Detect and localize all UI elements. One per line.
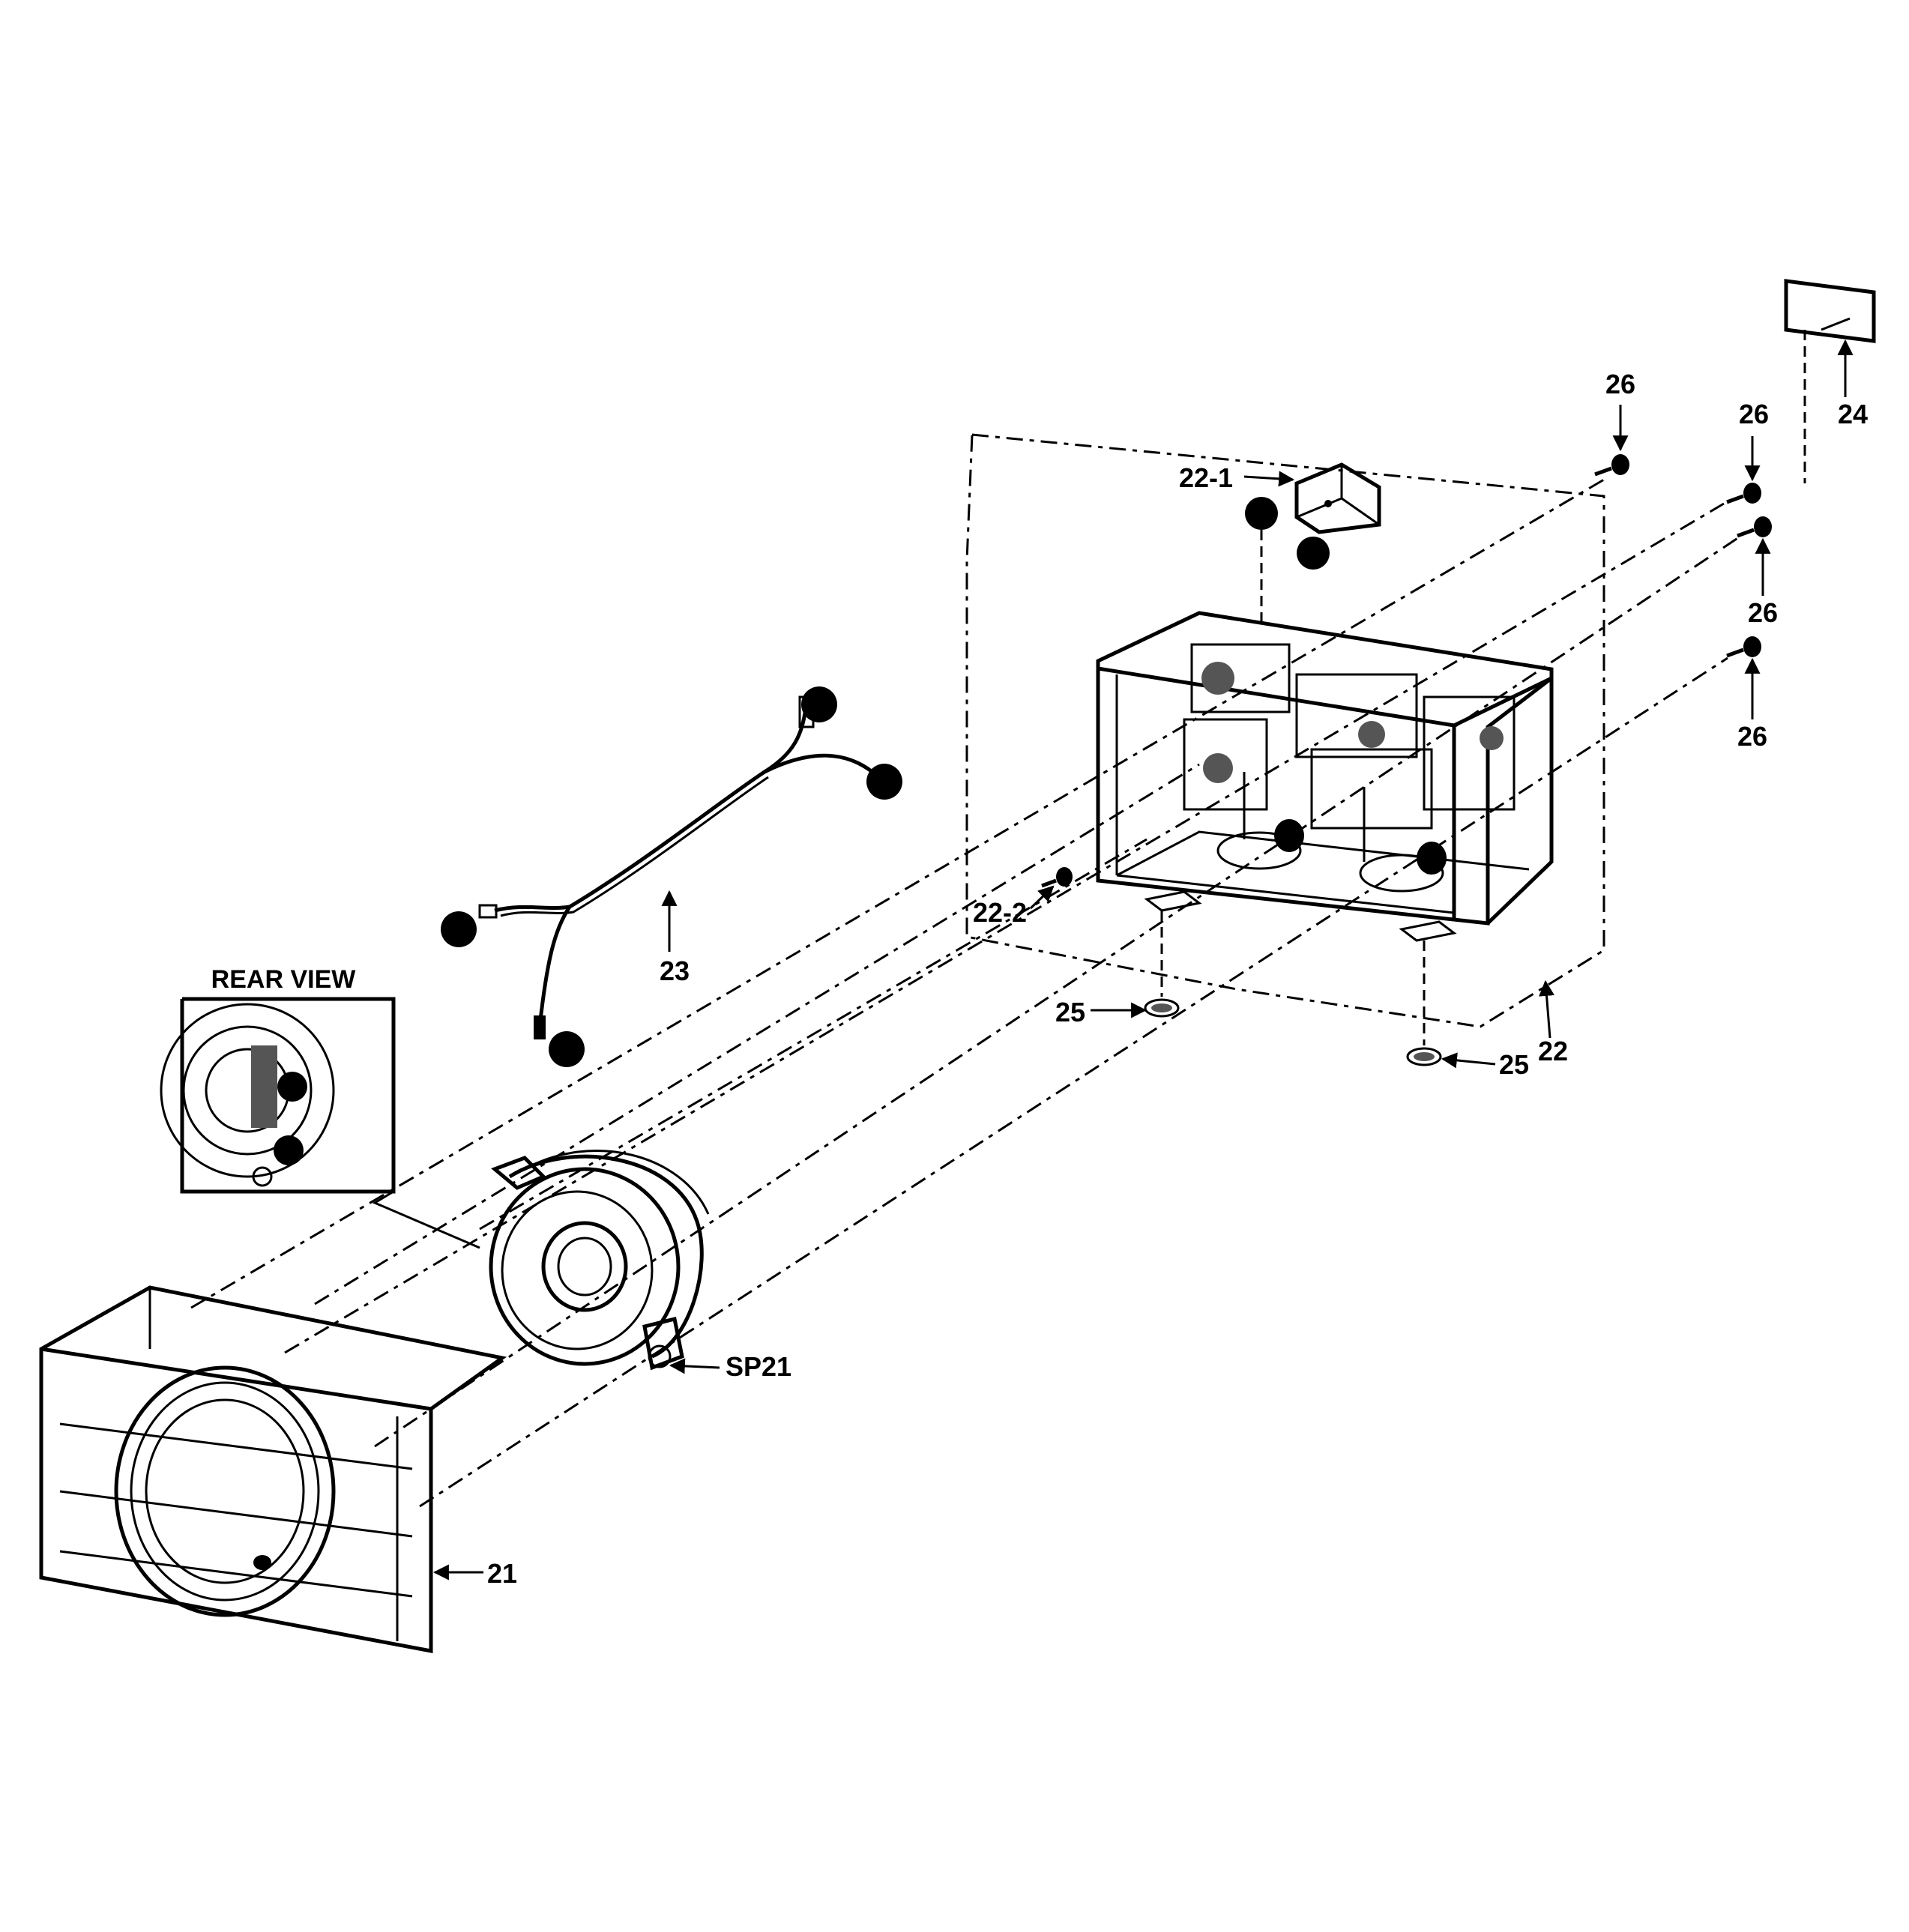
callout-22-2: 22-2 bbox=[973, 897, 1027, 928]
callout-24: 24 bbox=[1838, 399, 1868, 429]
callout-23: 23 bbox=[660, 956, 690, 986]
alignment-lines bbox=[190, 478, 1740, 1508]
callout-26-a: 26 bbox=[1605, 369, 1635, 399]
callout-26-d: 26 bbox=[1737, 721, 1767, 752]
callout-26-b: 26 bbox=[1739, 399, 1769, 429]
screws bbox=[1041, 454, 1772, 888]
callout-22: 22 bbox=[1538, 1036, 1568, 1066]
feet bbox=[1144, 911, 1442, 1066]
callout-21: 21 bbox=[487, 1558, 517, 1589]
cabinet-assembly-boundary bbox=[965, 433, 1605, 1028]
rear-view-caption: REAR VIEW bbox=[211, 965, 357, 994]
cabinet-enclosure bbox=[1096, 611, 1554, 942]
callout-labels: 26 26 26 26 24 22-1 22-2 23 25 25 22 SP2… bbox=[211, 369, 1868, 1589]
speaker-driver bbox=[489, 1150, 710, 1371]
rear-view-inset bbox=[160, 997, 480, 1249]
front-baffle bbox=[39, 1285, 507, 1654]
callout-25-b: 25 bbox=[1499, 1049, 1529, 1080]
label-plate bbox=[1784, 279, 1876, 483]
module-part-22-1 bbox=[1294, 462, 1381, 534]
screw-3 bbox=[1737, 516, 1772, 538]
screw-4 bbox=[1726, 636, 1761, 658]
callout-25-a: 25 bbox=[1055, 997, 1085, 1027]
screw-22-2 bbox=[1041, 867, 1073, 888]
screw-1 bbox=[1594, 454, 1629, 477]
wire-harness bbox=[441, 686, 902, 1067]
callout-sp21: SP21 bbox=[726, 1351, 791, 1382]
cabinet-connector-dots bbox=[1245, 497, 1330, 622]
callout-22-1: 22-1 bbox=[1179, 462, 1233, 493]
callout-26-c: 26 bbox=[1748, 597, 1778, 628]
leader-arrows bbox=[432, 339, 1854, 1581]
screw-2 bbox=[1726, 483, 1761, 504]
